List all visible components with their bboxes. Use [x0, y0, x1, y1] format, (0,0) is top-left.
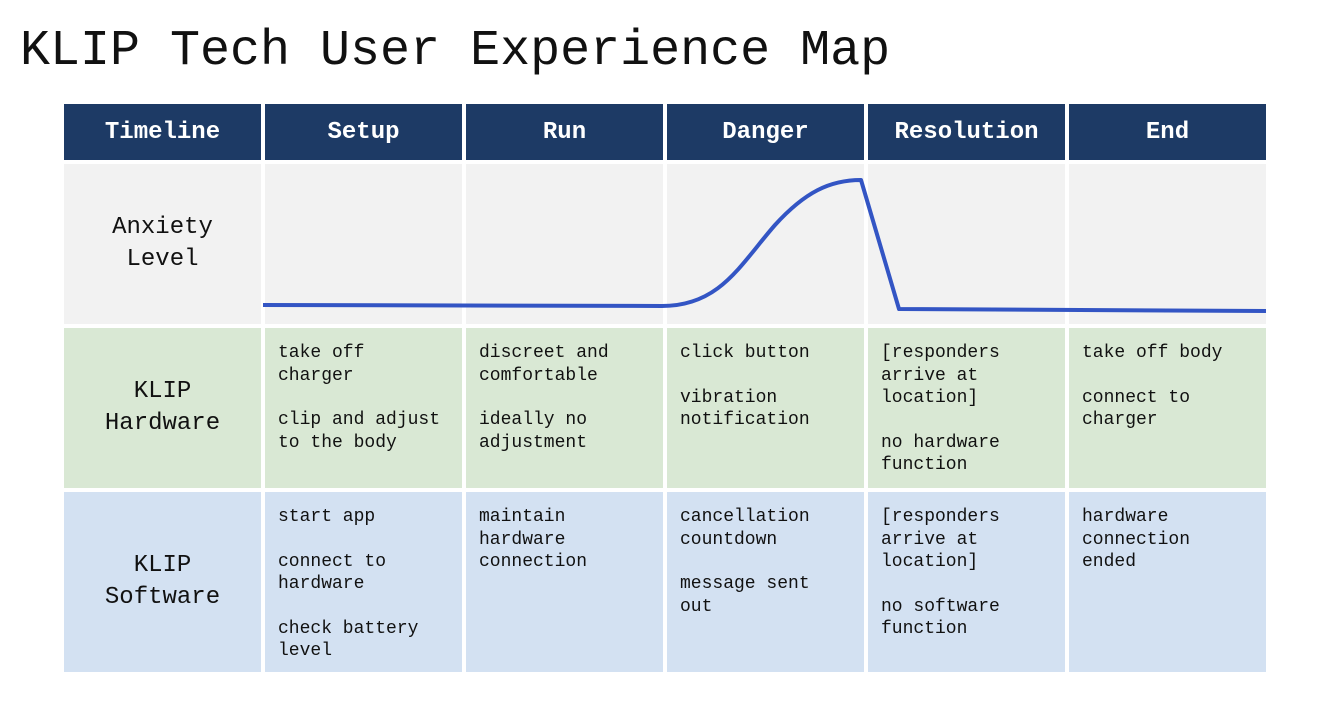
- hardware-cell-run: discreet and comfortable ideally no adju…: [466, 328, 663, 488]
- software-setup-item: start app: [278, 507, 376, 527]
- hardware-cell-setup: take off charger clip and adjust to the …: [265, 328, 462, 488]
- hardware-end-item: take off body: [1082, 343, 1223, 363]
- header-end: End: [1069, 104, 1266, 160]
- anxiety-cell-resolution: [868, 164, 1065, 324]
- hardware-resolution-item: no hardware function: [881, 432, 1000, 476]
- software-end-item: hardware connection ended: [1082, 507, 1191, 572]
- software-cell-end: hardware connection ended: [1069, 492, 1266, 672]
- experience-map-table: Timeline Setup Run Danger Resolution End…: [64, 104, 1266, 672]
- hardware-end-item: connect to charger: [1082, 387, 1191, 431]
- anxiety-level-label: Anxiety Level: [64, 164, 261, 324]
- software-danger-item: message sent out: [680, 574, 810, 617]
- software-resolution-item: [responders arrive at location]: [881, 507, 1000, 572]
- software-cell-danger: cancellation countdown message sent out: [667, 492, 864, 672]
- software-setup-item: connect to hardware: [278, 551, 387, 595]
- header-setup: Setup: [265, 104, 462, 160]
- hardware-setup-item: clip and adjust to the body: [278, 410, 441, 453]
- software-danger-item: cancellation countdown: [680, 507, 810, 550]
- software-cell-resolution: [responders arrive at location] no softw…: [868, 492, 1065, 672]
- hardware-resolution-item: [responders arrive at location]: [881, 343, 1000, 408]
- header-run: Run: [466, 104, 663, 160]
- software-cell-run: maintain hardware connection: [466, 492, 663, 672]
- software-setup-item: check battery level: [278, 618, 419, 662]
- klip-software-label: KLIP Software: [64, 492, 261, 672]
- software-cell-setup: start app connect to hardware check batt…: [265, 492, 462, 672]
- klip-hardware-label: KLIP Hardware: [64, 328, 261, 488]
- hardware-run-item: ideally no adjustment: [479, 410, 588, 453]
- anxiety-cell-setup: [265, 164, 462, 324]
- hardware-danger-item: vibration notification: [680, 387, 810, 431]
- anxiety-cell-end: [1069, 164, 1266, 324]
- anxiety-cell-danger: [667, 164, 864, 324]
- page-title: KLIP Tech User Experience Map: [20, 23, 891, 80]
- hardware-cell-end: take off body connect to charger: [1069, 328, 1266, 488]
- header-resolution: Resolution: [868, 104, 1065, 160]
- hardware-cell-resolution: [responders arrive at location] no hardw…: [868, 328, 1065, 488]
- hardware-danger-item: click button: [680, 343, 810, 363]
- hardware-run-item: discreet and comfortable: [479, 343, 609, 386]
- software-resolution-item: no software function: [881, 596, 1000, 640]
- hardware-cell-danger: click button vibration notification: [667, 328, 864, 488]
- software-run-item: maintain hardware connection: [479, 507, 588, 572]
- hardware-setup-item: take off charger: [278, 343, 365, 386]
- header-danger: Danger: [667, 104, 864, 160]
- header-timeline: Timeline: [64, 104, 261, 160]
- anxiety-cell-run: [466, 164, 663, 324]
